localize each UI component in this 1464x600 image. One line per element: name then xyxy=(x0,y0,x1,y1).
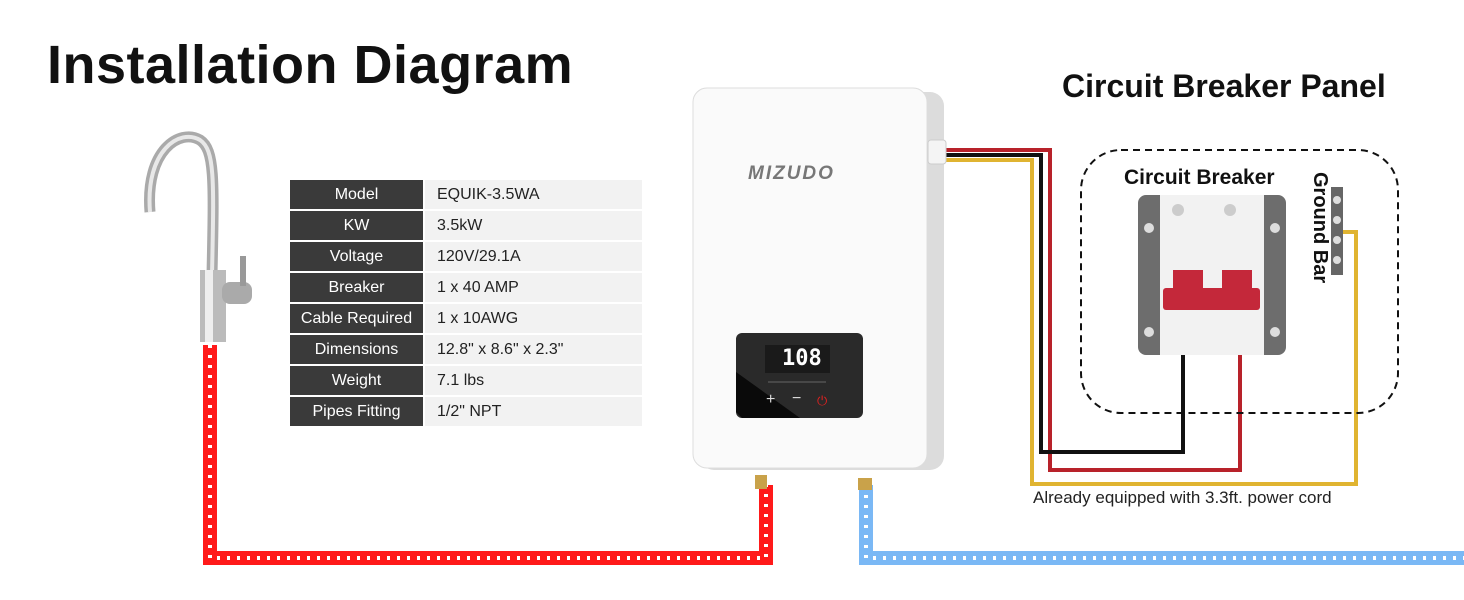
spec-key: Model xyxy=(290,180,425,209)
spec-value: 12.8" x 8.6" x 2.3" xyxy=(425,335,642,364)
brand-logo: MIZUDO xyxy=(748,163,835,184)
ground-wire xyxy=(945,158,1358,486)
breaker-panel-outline xyxy=(1080,149,1399,414)
faucet xyxy=(144,131,252,342)
cold-water-pipe xyxy=(859,485,1464,565)
water-heater xyxy=(692,87,947,490)
spec-value: 7.1 lbs xyxy=(425,366,642,395)
spec-key: Dimensions xyxy=(290,335,425,364)
neutral-wire xyxy=(945,153,1185,454)
panel-title: Circuit Breaker Panel xyxy=(1062,68,1386,104)
circuit-breaker xyxy=(1138,195,1286,355)
spec-value: 1/2" NPT xyxy=(425,397,642,426)
live-wire xyxy=(945,148,1242,472)
spec-key: KW xyxy=(290,211,425,240)
spec-value: 1 x 10AWG xyxy=(425,304,642,333)
spec-value: 1 x 40 AMP xyxy=(425,273,642,302)
spec-value: 120V/29.1A xyxy=(425,242,642,271)
spec-key: Breaker xyxy=(290,273,425,302)
minus-button: − xyxy=(792,390,802,407)
circuit-breaker-label: Circuit Breaker xyxy=(1124,166,1275,189)
ground-bar xyxy=(1331,187,1343,275)
plus-button: + xyxy=(766,391,776,408)
spec-key: Voltage xyxy=(290,242,425,271)
spec-key: Pipes Fitting xyxy=(290,397,425,426)
power-icon: ⏻ xyxy=(817,393,828,408)
spec-key: Cable Required xyxy=(290,304,425,333)
spec-value: EQUIK-3.5WA xyxy=(425,180,642,209)
hot-water-pipe xyxy=(203,345,773,565)
temperature-display: 108 xyxy=(782,346,822,371)
page-title: Installation Diagram xyxy=(47,35,574,95)
spec-value: 3.5kW xyxy=(425,211,642,240)
power-cord-note: Already equipped with 3.3ft. power cord xyxy=(1033,488,1332,507)
spec-key: Weight xyxy=(290,366,425,395)
ground-bar-label: Ground Bar xyxy=(1309,172,1331,284)
